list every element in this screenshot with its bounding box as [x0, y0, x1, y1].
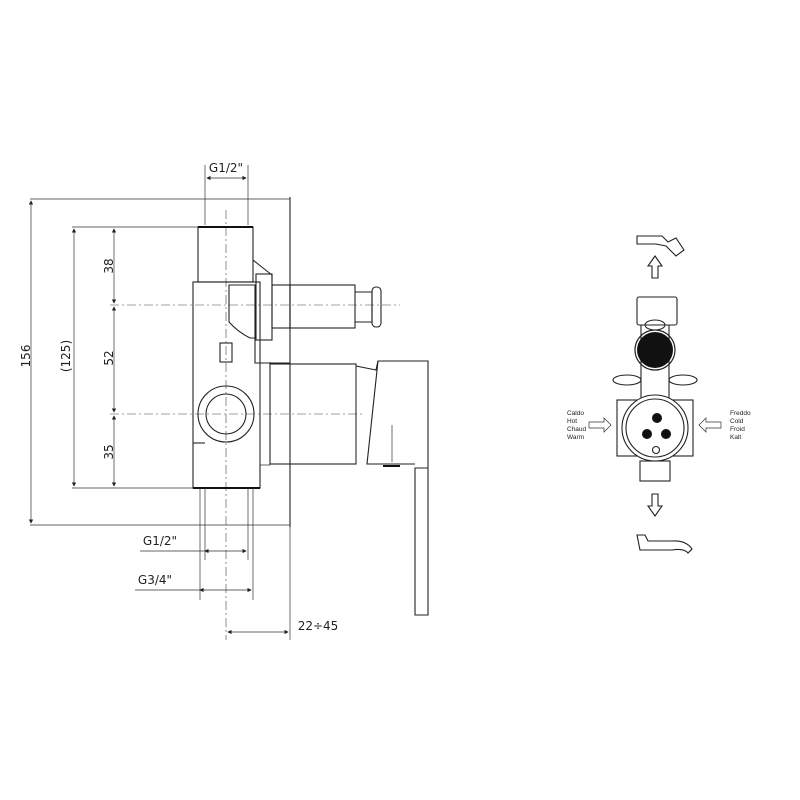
- bath-spout-icon: [636, 534, 693, 554]
- hot-label-it: Caldo: [567, 410, 584, 417]
- side-view: 156 (125) 38 52 35: [19, 161, 429, 640]
- lever-bevel: [366, 360, 415, 465]
- shower-head-icon: [636, 235, 685, 257]
- cold-label-fr: Froid: [730, 426, 745, 433]
- top-inlet: [197, 226, 254, 283]
- slot: [219, 342, 233, 363]
- left-tab: [612, 374, 642, 386]
- hot-label-de: Warm: [567, 434, 584, 441]
- port-outlet: [652, 413, 662, 423]
- cold-label-en: Cold: [730, 418, 744, 425]
- dim-bottom-g1-2: G1/2": [143, 534, 177, 548]
- diverter-collar: [271, 284, 291, 329]
- cold-label-it: Freddo: [730, 410, 751, 417]
- plate-step: [254, 338, 290, 364]
- hot-label-en: Hot: [567, 418, 577, 425]
- mixer-bottom: [639, 460, 671, 482]
- diverter-flange: [255, 273, 273, 341]
- dim-38: 38: [102, 258, 116, 273]
- diverter-rod: [289, 284, 356, 329]
- hot-label-fr: Chaud: [567, 426, 587, 433]
- arrow-left-icon: [698, 417, 722, 433]
- cartridge-ring: [621, 394, 689, 462]
- flow-schematic: Caldo Hot Chaud Warm Freddo Cold Froid K…: [567, 235, 751, 554]
- plate-inner-step: [260, 362, 271, 466]
- dim-wall-depth: 22÷45: [298, 619, 339, 633]
- dim-125: (125): [59, 340, 73, 372]
- arrow-down-icon: [646, 493, 664, 517]
- dim-156: 156: [19, 345, 33, 368]
- dim-35: 35: [102, 444, 116, 459]
- dim-top-g1-2: G1/2": [209, 161, 243, 175]
- port-hot: [642, 429, 652, 439]
- lever-handle: [355, 360, 429, 616]
- diverter-housing: [228, 284, 256, 339]
- diverter-port-ring: [634, 329, 676, 371]
- valve-top: [636, 296, 678, 326]
- arrow-right-icon: [588, 417, 612, 433]
- port-small: [651, 445, 661, 455]
- port-cold: [661, 429, 671, 439]
- arrow-up-icon: [646, 255, 664, 279]
- dim-52: 52: [102, 350, 116, 365]
- diverter-knob-cap: [371, 286, 382, 328]
- valve-stem: [640, 325, 670, 400]
- right-tab: [668, 374, 698, 386]
- diverter-knob: [355, 291, 373, 323]
- diverter-port: [637, 332, 673, 368]
- outlet-bore: [205, 393, 247, 435]
- cold-label-de: Kalt: [730, 434, 741, 441]
- valve-body: [192, 281, 261, 489]
- dim-g3-4: G3/4": [138, 573, 172, 587]
- outlet-ring: [197, 385, 255, 443]
- cartridge-inner-ring: [625, 398, 685, 458]
